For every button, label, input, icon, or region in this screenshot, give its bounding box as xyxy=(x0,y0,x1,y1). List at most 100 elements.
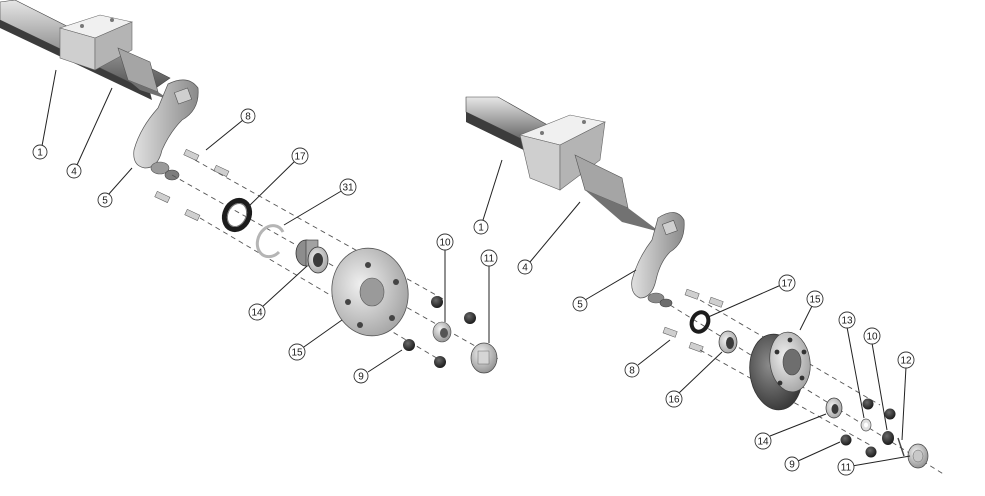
right-hub-cap xyxy=(907,443,929,469)
right-outer-bearing xyxy=(825,397,843,419)
svg-text:9: 9 xyxy=(789,460,795,471)
right-washer xyxy=(860,418,872,432)
left-studs xyxy=(154,148,230,221)
svg-text:14: 14 xyxy=(251,308,263,319)
left-callout-1: 1 xyxy=(32,144,48,160)
left-leader-4 xyxy=(76,87,113,166)
left-leader-8 xyxy=(205,119,244,151)
left-leader-1 xyxy=(41,69,57,147)
left-leader-14 xyxy=(260,265,308,309)
left-wheel-nuts xyxy=(403,296,476,368)
right-callout-8: 8 xyxy=(624,362,640,378)
left-leader-5 xyxy=(107,167,133,196)
right-callout-5: 5 xyxy=(572,296,588,312)
right-leader-13 xyxy=(846,326,865,419)
svg-text:8: 8 xyxy=(245,112,251,123)
right-wheel-nuts xyxy=(840,398,896,458)
left-stud-axis-lower xyxy=(199,217,441,361)
right-callout-12: 12 xyxy=(897,351,915,369)
right-inner-bearing xyxy=(718,330,738,354)
right-seal xyxy=(689,310,711,334)
svg-text:5: 5 xyxy=(102,196,108,207)
right-callout-16: 16 xyxy=(665,390,683,408)
right-leader-15 xyxy=(799,305,813,331)
svg-text:11: 11 xyxy=(484,254,495,265)
svg-text:31: 31 xyxy=(342,183,354,194)
right-leader-14 xyxy=(769,413,827,437)
svg-text:17: 17 xyxy=(294,152,306,163)
left-callout-11: 11 xyxy=(480,249,498,267)
svg-text:11: 11 xyxy=(841,463,852,474)
left-callout-15: 15 xyxy=(288,343,306,361)
right-callout-17: 17 xyxy=(778,274,796,292)
left-mounting-bracket xyxy=(58,14,133,71)
right-callout-13: 13 xyxy=(838,311,856,329)
left-leader-31 xyxy=(283,189,344,226)
right-assembly: 1 4 5 17 15 8 16 13 10 12 14 9 11 xyxy=(465,96,946,476)
left-hub-cap xyxy=(470,342,498,374)
left-callout-31: 31 xyxy=(339,178,357,196)
left-torsion-tube xyxy=(117,47,170,100)
left-leader-15 xyxy=(300,319,343,350)
right-leader-4 xyxy=(529,201,581,263)
right-stud-axis-upper xyxy=(699,299,881,406)
svg-text:9: 9 xyxy=(358,372,364,383)
svg-text:1: 1 xyxy=(478,223,484,234)
right-cotter-pin xyxy=(897,437,905,457)
left-callout-4: 4 xyxy=(66,163,82,179)
right-leader-8 xyxy=(637,339,671,366)
svg-text:16: 16 xyxy=(668,395,680,406)
left-callout-14: 14 xyxy=(248,303,266,321)
right-callout-10: 10 xyxy=(863,327,881,345)
left-snap-ring xyxy=(255,224,285,259)
right-callout-9: 9 xyxy=(784,456,800,472)
right-leader-11 xyxy=(851,455,911,467)
right-castle-nut xyxy=(882,431,894,445)
right-callout-1: 1 xyxy=(473,219,489,235)
left-callout-17: 17 xyxy=(291,147,309,165)
left-leader-9 xyxy=(367,349,403,373)
left-callout-8: 8 xyxy=(240,108,256,124)
svg-text:8: 8 xyxy=(629,366,635,377)
right-callout-4: 4 xyxy=(517,259,533,275)
svg-text:13: 13 xyxy=(841,316,853,327)
right-callout-14: 14 xyxy=(754,432,772,450)
right-callout-15: 15 xyxy=(806,290,824,308)
left-seal xyxy=(221,197,253,233)
svg-text:1: 1 xyxy=(37,148,43,159)
left-bearing xyxy=(295,239,329,274)
svg-text:17: 17 xyxy=(781,279,793,290)
svg-text:12: 12 xyxy=(900,356,912,367)
svg-text:4: 4 xyxy=(522,263,528,274)
right-leader-5 xyxy=(584,269,637,301)
right-hub-drum xyxy=(749,331,811,411)
left-callout-5: 5 xyxy=(97,192,113,208)
right-stud-axis-lower xyxy=(699,349,871,446)
right-leader-9 xyxy=(797,441,841,462)
left-swing-arm xyxy=(133,79,199,181)
left-castle-nut xyxy=(432,321,452,343)
right-torsion-tube xyxy=(574,154,660,232)
right-leader-10 xyxy=(871,342,888,431)
svg-text:5: 5 xyxy=(577,300,583,311)
svg-text:14: 14 xyxy=(757,437,769,448)
left-callout-9: 9 xyxy=(353,368,369,384)
right-assembly-axis xyxy=(669,304,946,476)
right-leader-16 xyxy=(678,351,723,394)
right-mounting-bracket xyxy=(519,114,606,191)
right-studs xyxy=(662,288,724,353)
right-callout-11: 11 xyxy=(837,458,855,476)
svg-text:15: 15 xyxy=(809,295,821,306)
svg-text:10: 10 xyxy=(439,238,451,249)
left-leader-17 xyxy=(246,159,297,209)
right-leader-12 xyxy=(901,366,907,441)
right-swing-arm xyxy=(631,212,685,308)
left-assembly: 1 4 5 8 17 31 14 15 10 11 9 xyxy=(0,0,501,384)
svg-text:4: 4 xyxy=(71,167,77,178)
left-hub xyxy=(331,247,409,337)
svg-text:15: 15 xyxy=(291,348,303,359)
right-leader-17 xyxy=(705,284,782,319)
left-callout-10: 10 xyxy=(436,233,454,251)
right-leader-1 xyxy=(482,159,503,221)
